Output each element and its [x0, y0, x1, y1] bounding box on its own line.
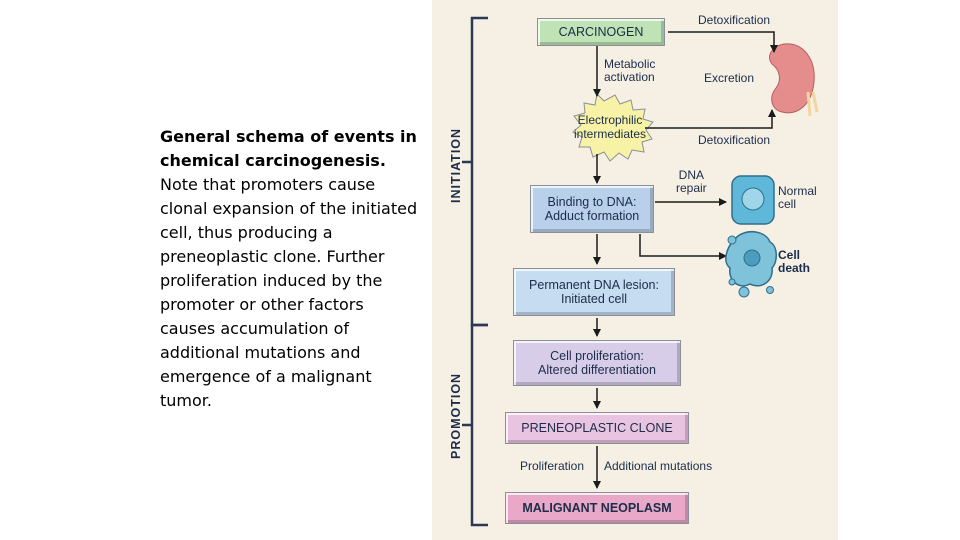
cell-proliferation-box: Cell proliferation: Altered differentiat… [513, 340, 681, 386]
electrophilic-line2: intermediates [573, 127, 647, 141]
prolif-line2: Altered differentiation [538, 363, 656, 377]
normal-cell-line1: Normal [778, 184, 817, 198]
dna-repair-line2: repair [676, 181, 707, 195]
preneoplastic-text: PRENEOPLASTIC CLONE [521, 421, 673, 435]
detox-top-arrow [668, 31, 778, 53]
promotion-label: PROMOTION [449, 372, 463, 459]
detoxification-bottom-label: Detoxification [698, 133, 771, 147]
normal-cell-icon [731, 175, 775, 225]
carcinogen-text: CARCINOGEN [558, 25, 644, 39]
caption: General schema of events in chemical car… [160, 125, 420, 413]
promotion-bracket [470, 323, 488, 527]
additional-mutations-label: Additional mutations [604, 459, 713, 473]
initiation-label: INITIATION [449, 127, 463, 203]
excretion-label: Excretion [704, 71, 755, 85]
malignant-neoplasm-box: MALIGNANT NEOPLASM [505, 492, 689, 524]
dna-repair-label: DNA repair [676, 169, 707, 195]
cell-death-line2: death [778, 261, 811, 275]
initiation-bracket [470, 16, 488, 327]
detoxification-top-label: Detoxification [698, 13, 771, 27]
metabolic-line2: activation [604, 70, 655, 84]
lesion-line2: Initiated cell [560, 292, 627, 306]
metabolic-activation-label: Metabolic activation [604, 58, 655, 84]
electrophilic-line1: Electrophilic [577, 113, 643, 127]
malignant-text: MALIGNANT NEOPLASM [522, 501, 672, 515]
carcinogen-box: CARCINOGEN [537, 18, 665, 46]
lesion-line1: Permanent DNA lesion: [529, 278, 659, 292]
electrophilic-box: Electrophilic intermediates [574, 112, 646, 142]
kidney-icon [769, 43, 819, 117]
cell-death-arrow [639, 234, 727, 260]
caption-body: Note that promoters cause clonal expansi… [160, 175, 418, 410]
prolif-line1: Cell proliferation: [550, 349, 644, 363]
binding-line1: Binding to DNA: [547, 195, 637, 209]
normal-cell-line2: cell [778, 197, 797, 211]
preneoplastic-clone-box: PRENEOPLASTIC CLONE [505, 412, 689, 444]
caption-title: General schema of events in chemical car… [160, 127, 417, 170]
cell-death-label: Cell death [778, 249, 810, 275]
dead-cell-icon [725, 230, 777, 298]
normal-cell-label: Normal cell [778, 185, 817, 211]
carcinogenesis-figure: INITIATION PROMOTION CARCINOGEN Electrop… [432, 0, 838, 540]
figure-graphics [462, 16, 819, 527]
dna-repair-line1: DNA [678, 168, 705, 182]
binding-line2: Adduct formation [544, 209, 640, 223]
dna-lesion-box: Permanent DNA lesion: Initiated cell [513, 268, 675, 316]
detox-bottom-arrow [645, 109, 776, 129]
proliferation-label: Proliferation [520, 459, 585, 473]
metabolic-line1: Metabolic [604, 57, 656, 71]
binding-dna-box: Binding to DNA: Adduct formation [530, 185, 654, 233]
electrophilic-burst [572, 92, 654, 162]
cell-death-line1: Cell [778, 248, 801, 262]
